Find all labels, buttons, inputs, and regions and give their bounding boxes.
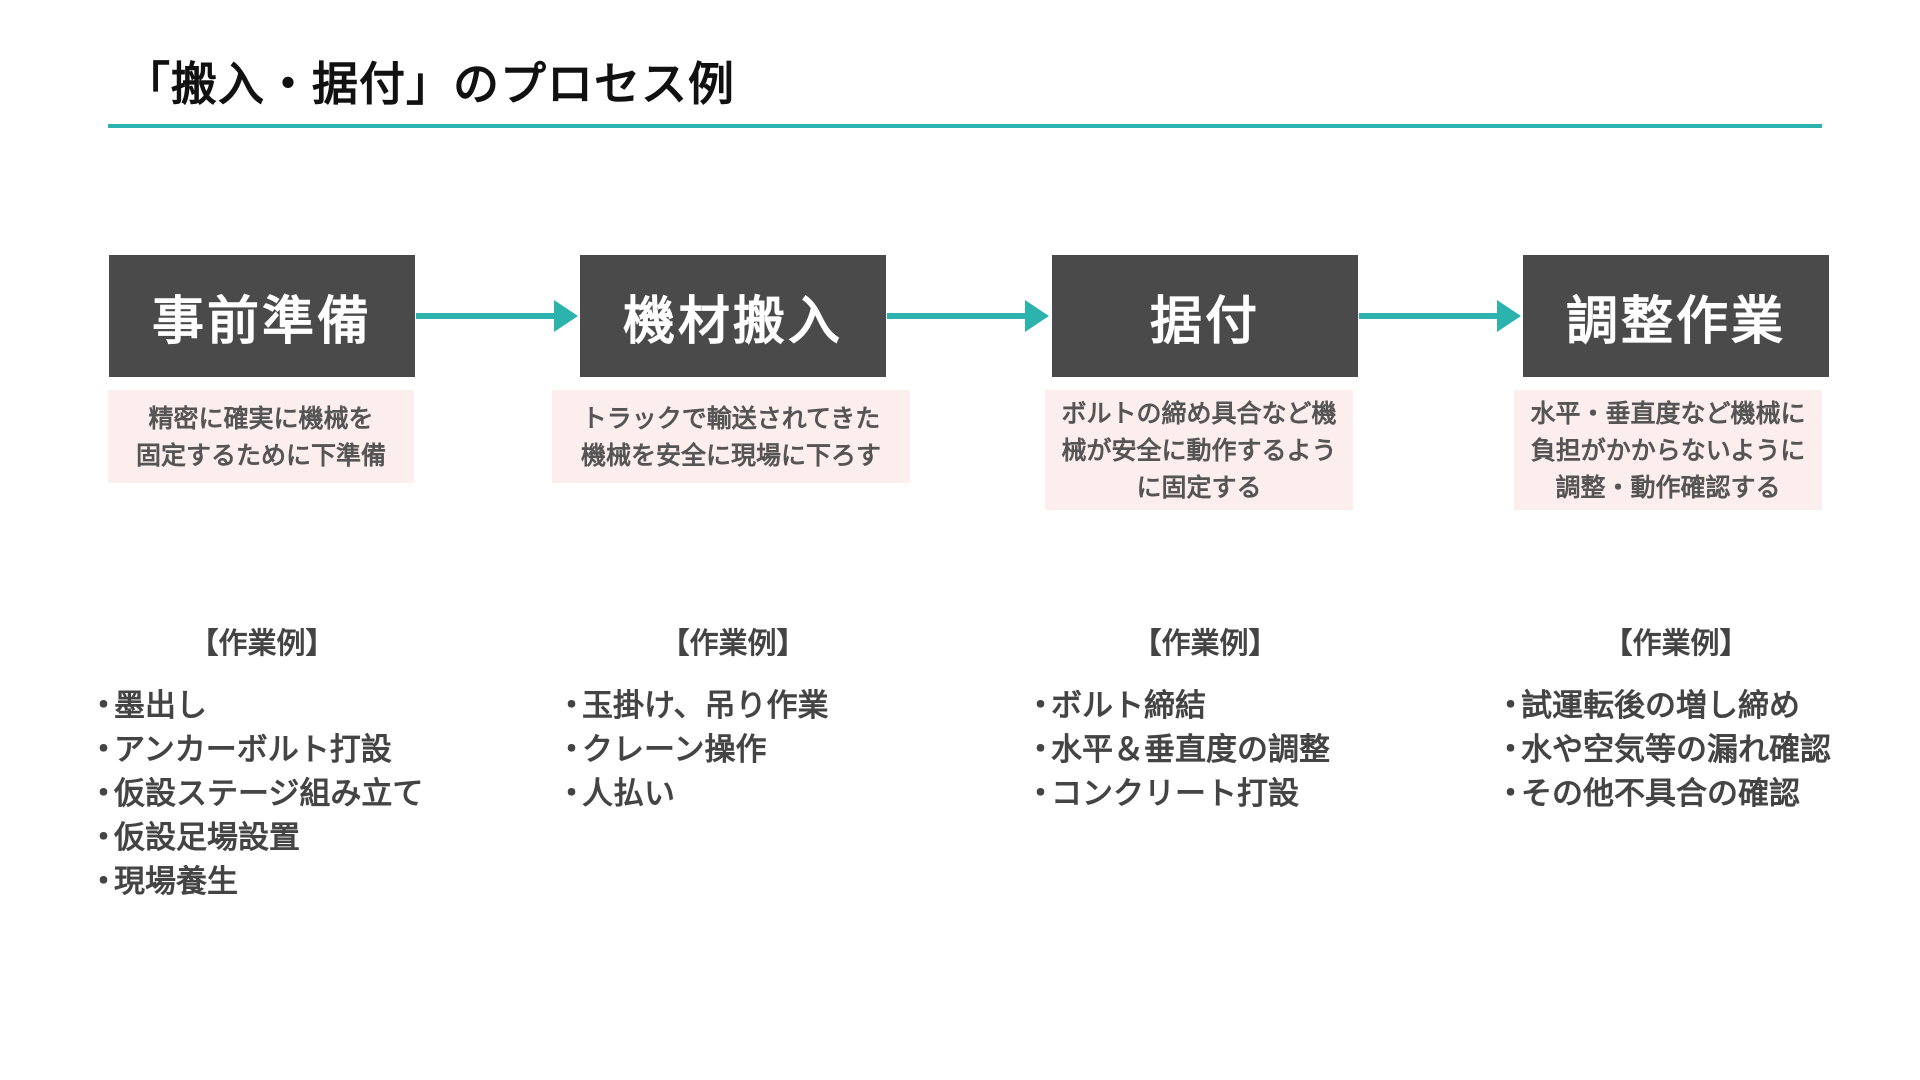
examples-heading-3: 【作業例】 xyxy=(1132,626,1278,660)
step-box-2: 機材搬入 xyxy=(580,255,886,377)
list-item-text: 玉掛け、吊り作業 xyxy=(582,688,829,724)
bullet-icon: ・ xyxy=(1495,688,1526,724)
bullet-icon: ・ xyxy=(556,732,587,768)
step-description-1: 精密に確実に機械を 固定するために下準備 xyxy=(108,390,414,483)
example-list-3: ・ボルト締結 ・水平＆垂直度の調整 ・コンクリート打設 xyxy=(1025,684,1330,816)
description-line: 調整・動作確認する xyxy=(1555,472,1781,502)
list-item-text: クレーン操作 xyxy=(582,732,767,768)
list-item-text: コンクリート打設 xyxy=(1051,776,1299,812)
arrow-right-icon xyxy=(1359,300,1521,332)
description-line: 械が安全に動作するよう xyxy=(1061,435,1337,465)
bullet-icon: ・ xyxy=(88,732,119,768)
bullet-icon: ・ xyxy=(1025,776,1056,812)
list-item: ・試運転後の増し締め xyxy=(1495,684,1831,728)
step-label: 機材搬入 xyxy=(622,291,843,352)
list-item: ・水や空気等の漏れ確認 xyxy=(1495,728,1831,772)
arrow-right-icon xyxy=(416,300,578,332)
list-item: ・現場養生 xyxy=(88,860,423,904)
example-list-4: ・試運転後の増し締め ・水や空気等の漏れ確認 ・その他不具合の確認 xyxy=(1495,684,1831,816)
examples-heading-4: 【作業例】 xyxy=(1603,626,1749,660)
list-item-text: アンカーボルト打設 xyxy=(114,732,392,768)
bullet-icon: ・ xyxy=(1495,732,1526,768)
arrow-right-icon xyxy=(887,300,1049,332)
description-line: 機械を安全に現場に下ろす xyxy=(580,440,881,470)
step-label: 事前準備 xyxy=(151,291,372,352)
list-item-text: 墨出し xyxy=(114,688,207,724)
step-description-3: ボルトの締め具合など機 械が安全に動作するよう に固定する xyxy=(1045,390,1353,510)
example-list-1: ・墨出し ・アンカーボルト打設 ・仮設ステージ組み立て ・仮設足場設置 ・現場養… xyxy=(88,684,423,904)
step-label: 調整作業 xyxy=(1565,291,1786,352)
list-item: ・コンクリート打設 xyxy=(1025,772,1330,816)
list-item-text: ボルト締結 xyxy=(1051,688,1206,724)
list-item-text: 仮設足場設置 xyxy=(114,820,300,856)
bullet-icon: ・ xyxy=(1025,732,1056,768)
bullet-icon: ・ xyxy=(1495,776,1526,812)
list-item-text: 現場養生 xyxy=(114,864,238,900)
step-description-2: トラックで輸送されてきた 機械を安全に現場に下ろす xyxy=(552,390,910,483)
step-box-4: 調整作業 xyxy=(1523,255,1829,377)
list-item-text: 仮設ステージ組み立て xyxy=(114,776,424,812)
description-line: トラックで輸送されてきた xyxy=(581,403,881,433)
step-label: 据付 xyxy=(1149,291,1260,352)
bullet-icon: ・ xyxy=(88,688,119,724)
examples-heading-1: 【作業例】 xyxy=(189,626,335,660)
bullet-icon: ・ xyxy=(88,776,119,812)
list-item-text: 水平＆垂直度の調整 xyxy=(1051,732,1330,768)
list-item: ・仮設足場設置 xyxy=(88,816,423,860)
list-item-text: 水や空気等の漏れ確認 xyxy=(1521,732,1831,768)
list-item: ・アンカーボルト打設 xyxy=(88,728,423,772)
list-item: ・クレーン操作 xyxy=(556,728,828,772)
examples-heading-2: 【作業例】 xyxy=(660,626,806,660)
page-title: 「搬入・据付」のプロセス例 xyxy=(124,57,735,111)
list-item: ・その他不具合の確認 xyxy=(1495,772,1831,816)
list-item: ・人払い xyxy=(556,772,828,816)
description-line: 固定するために下準備 xyxy=(135,440,386,470)
step-box-1: 事前準備 xyxy=(109,255,415,377)
list-item: ・ボルト締結 xyxy=(1025,684,1330,728)
bullet-icon: ・ xyxy=(88,864,119,900)
bullet-icon: ・ xyxy=(1025,688,1056,724)
list-item: ・墨出し xyxy=(88,684,423,728)
description-line: ボルトの締め具合など機 xyxy=(1061,398,1337,428)
list-item: ・玉掛け、吊り作業 xyxy=(556,684,828,728)
description-line: に固定する xyxy=(1136,472,1262,502)
bullet-icon: ・ xyxy=(88,820,119,856)
list-item: ・水平＆垂直度の調整 xyxy=(1025,728,1330,772)
bullet-icon: ・ xyxy=(556,688,587,724)
list-item-text: 人払い xyxy=(582,776,675,812)
step-description-4: 水平・垂直度など機械に 負担がかからないように 調整・動作確認する xyxy=(1514,390,1822,510)
step-box-3: 据付 xyxy=(1052,255,1358,377)
description-line: 精密に確実に機械を xyxy=(148,403,374,433)
title-underline xyxy=(108,124,1822,128)
bullet-icon: ・ xyxy=(556,776,587,812)
description-line: 負担がかからないように xyxy=(1530,435,1806,465)
list-item-text: 試運転後の増し締め xyxy=(1521,688,1800,724)
list-item: ・仮設ステージ組み立て xyxy=(88,772,423,816)
list-item-text: その他不具合の確認 xyxy=(1521,776,1800,812)
example-list-2: ・玉掛け、吊り作業 ・クレーン操作 ・人払い xyxy=(556,684,828,816)
description-line: 水平・垂直度など機械に xyxy=(1530,398,1806,428)
